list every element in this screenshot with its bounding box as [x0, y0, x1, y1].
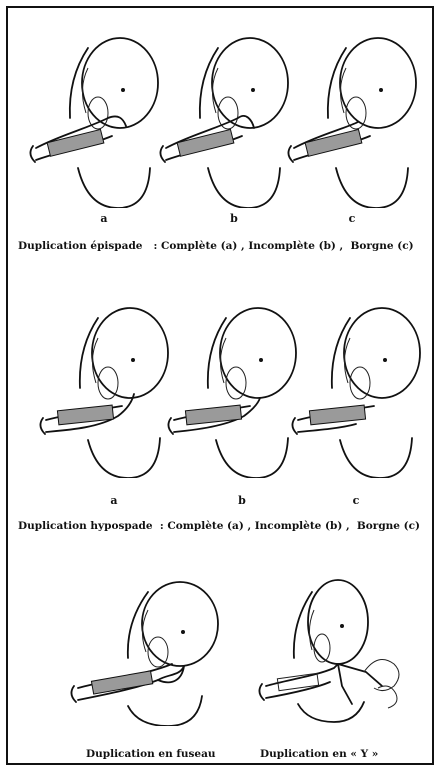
- hypospade-caption: Duplication hypospade : Complète (a) , I…: [18, 520, 420, 532]
- hypospade-drawing-c: [290, 298, 425, 478]
- epispade-section: a b c Duplication épispade : Complète (a…: [8, 8, 432, 268]
- hypospade-label-b: b: [232, 494, 252, 507]
- epispade-label-b: b: [224, 212, 244, 225]
- epispade-drawing-c: [286, 28, 421, 208]
- hypospade-drawing-a: [38, 298, 173, 478]
- epispade-drawing-a: [28, 28, 163, 208]
- epispade-label-c: c: [342, 212, 362, 225]
- y-drawing: [256, 576, 416, 726]
- epispade-caption: Duplication épispade : Complète (a) , In…: [18, 240, 414, 252]
- y-caption: Duplication en « Y »: [260, 748, 378, 760]
- epispade-label-a: a: [94, 212, 114, 225]
- fuseau-drawing: [68, 576, 228, 726]
- hypospade-section: a b c Duplication hypospade : Complète (…: [8, 298, 432, 558]
- figure-frame: a b c Duplication épispade : Complète (a…: [6, 6, 434, 765]
- hypospade-drawing-b: [166, 298, 301, 478]
- epispade-drawing-b: [158, 28, 293, 208]
- fuseau-caption: Duplication en fuseau: [86, 748, 216, 760]
- hypospade-label-c: c: [346, 494, 366, 507]
- hypospade-label-a: a: [104, 494, 124, 507]
- bottom-section: Duplication en fuseau Duplication en « Y…: [8, 576, 432, 766]
